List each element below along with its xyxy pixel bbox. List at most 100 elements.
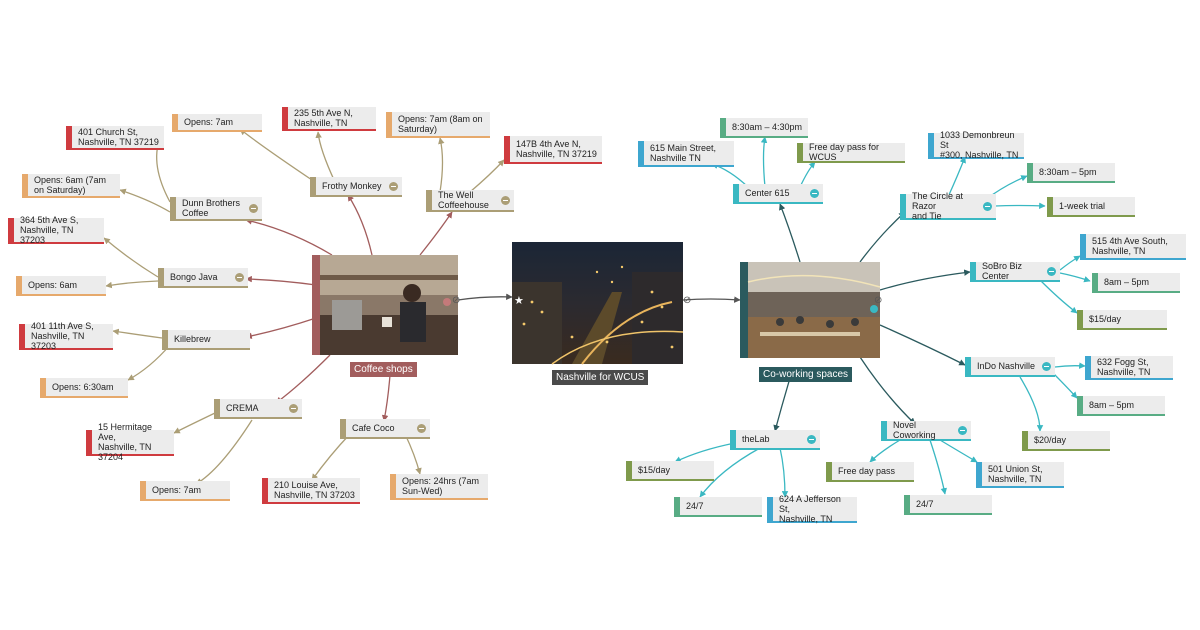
frothy-address-node[interactable]: 235 5th Ave N, Nashville, TN [282,107,376,131]
node-label: Bongo Java [170,272,218,282]
thelab-node[interactable]: theLab [730,430,820,450]
collapse-icon[interactable] [249,203,258,213]
sobro-address-node[interactable]: 515 4th Ave South, Nashville, TN [1080,234,1186,260]
node-label: Free day pass for WCUS [809,142,880,162]
coffee-shops-label: Coffee shops [350,362,417,377]
node-label: Opens: 7am [184,117,234,127]
killebrew-node[interactable]: Killebrew [162,330,250,350]
collapse-icon[interactable] [810,188,819,198]
center615-address-node[interactable]: 615 Main Street, Nashville TN [638,141,734,167]
crema-hours-node[interactable]: Opens: 7am [140,481,230,501]
node-label: 515 4th Ave South, Nashville, TN [1092,236,1168,256]
collapse-icon[interactable] [443,298,451,306]
novel-hours-node[interactable]: 24/7 [904,495,992,515]
node-label: theLab [742,434,770,444]
thelab-price-node[interactable]: $15/day [626,461,714,481]
indo-price-node[interactable]: $20/day [1022,431,1110,451]
coco-address-node[interactable]: 210 Louise Ave, Nashville, TN 37203 [262,478,360,504]
node-label: 1-week trial [1059,201,1106,211]
center615-hours-node[interactable]: 8:30am – 4:30pm [720,118,808,138]
crema-address-node[interactable]: 15 Hermitage Ave, Nashville, TN 37204 [86,422,174,462]
church-address-node[interactable]: 401 Church St, Nashville, TN 37219 [66,126,164,150]
coworking-spaces-topic[interactable]: Co-working spaces [740,262,881,384]
collapse-icon[interactable] [417,423,426,433]
central-topic[interactable]: ★ Nashville for WCUS [512,242,684,385]
sobro-hours-node[interactable]: 8am – 5pm [1092,273,1180,293]
indo-hours-node[interactable]: 8am – 5pm [1077,396,1165,416]
node-label: 24/7 [916,499,934,509]
collapse-icon[interactable] [235,272,244,282]
cafe-coco-node[interactable]: Cafe Coco [340,419,430,439]
node-label: 235 5th Ave N, Nashville, TN [294,108,353,128]
indo-nashville-node[interactable]: InDo Nashville [965,357,1055,377]
dunn-hours-node[interactable]: Opens: 6am (7am on Saturday) [22,174,120,198]
node-label: Opens: 6:30am [52,382,114,392]
attachment-icon: ⊘ [683,295,692,306]
collapse-icon[interactable] [1047,266,1056,276]
crema-node[interactable]: CREMA [214,399,302,419]
node-label: Opens: 7am [152,485,202,495]
node-label: 501 Union St, Nashville, TN [988,464,1043,484]
thelab-address-node[interactable]: 624 A Jefferson St, Nashville, TN [767,494,857,524]
bongo-address-node[interactable]: 364 5th Ave S, Nashville, TN 37203 [8,215,104,245]
node-label: InDo Nashville [977,361,1036,371]
node-label: 1033 Demonbreun St #300, Nashville, TN [940,130,1019,160]
bongo-hours-node[interactable]: Opens: 6am [16,276,106,296]
well-address-node[interactable]: 147B 4th Ave N, Nashville, TN 37219 [504,136,602,164]
collapse-icon[interactable] [870,305,878,313]
frothy-hours-node[interactable]: Opens: 7am [172,114,262,132]
killebrew-hours-node[interactable]: Opens: 6:30am [40,378,128,398]
node-label: 8am – 5pm [1104,277,1150,287]
collapse-icon[interactable] [983,201,992,211]
circle-razor-tie-node[interactable]: The Circle at Razor and Tie [900,191,996,221]
novel-address-node[interactable]: 501 Union St, Nashville, TN [976,462,1064,488]
thelab-hours-node[interactable]: 24/7 [674,497,762,517]
collapse-icon[interactable] [501,195,510,205]
center615-free-pass-node[interactable]: Free day pass for WCUS [797,142,905,163]
coco-hours-node[interactable]: Opens: 24hrs (7am Sun-Wed) [390,474,488,500]
node-label: Opens: 7am (8am on Saturday) [398,114,483,134]
node-label: Frothy Monkey [322,181,382,191]
node-label: Free day pass [838,466,896,476]
well-hours-node[interactable]: Opens: 7am (8am on Saturday) [386,112,490,138]
barista-photo [312,255,458,355]
node-label: 24/7 [686,501,704,511]
node-label: CREMA [226,403,259,413]
circle-address-node[interactable]: 1033 Demonbreun St #300, Nashville, TN [928,130,1024,160]
bongo-java-node[interactable]: Bongo Java [158,268,248,288]
sobro-biz-center-node[interactable]: SoBro Biz Center [970,261,1060,282]
collapse-icon[interactable] [1042,361,1051,371]
node-label: 210 Louise Ave, Nashville, TN 37203 [274,480,355,500]
node-label: Dunn Brothers Coffee [182,198,241,218]
node-label: 624 A Jefferson St, Nashville, TN [779,494,841,524]
collapse-icon[interactable] [807,434,816,444]
node-label: 15 Hermitage Ave, Nashville, TN 37204 [98,422,153,462]
node-label: SoBro Biz Center [982,261,1023,281]
indo-address-node[interactable]: 632 Fogg St, Nashville, TN [1085,356,1173,380]
sobro-price-node[interactable]: $15/day [1077,310,1167,330]
collapse-icon[interactable] [958,425,967,435]
frothy-monkey-node[interactable]: Frothy Monkey [310,177,402,197]
killebrew-address-node[interactable]: 401 11th Ave S, Nashville, TN 37203 [19,321,113,351]
coffee-shops-topic[interactable]: Coffee shops [312,255,458,377]
node-label: 8:30am – 4:30pm [732,122,803,132]
dunn-brothers-node[interactable]: Dunn Brothers Coffee [170,197,262,221]
node-label: 615 Main Street, Nashville TN [650,143,717,163]
night-city-photo [512,242,684,365]
coworking-office-photo [740,262,881,358]
node-label: The Circle at Razor and Tie [912,191,964,221]
collapse-icon[interactable] [389,181,398,191]
node-label: $15/day [1089,314,1122,324]
node-label: Cafe Coco [352,423,395,433]
collapse-icon[interactable] [289,403,298,413]
star-icon: ★ [514,295,524,307]
circle-hours-node[interactable]: 8:30am – 5pm [1027,163,1115,183]
circle-trial-node[interactable]: 1-week trial [1047,197,1135,217]
the-well-node[interactable]: The Well Coffeehouse [426,190,514,212]
center-615-node[interactable]: Center 615 [733,184,823,204]
node-label: The Well Coffeehouse [438,190,489,210]
novel-coworking-node[interactable]: Novel Coworking [881,420,971,441]
node-label: 401 11th Ave S, Nashville, TN 37203 [31,321,94,351]
novel-free-pass-node[interactable]: Free day pass [826,462,914,482]
